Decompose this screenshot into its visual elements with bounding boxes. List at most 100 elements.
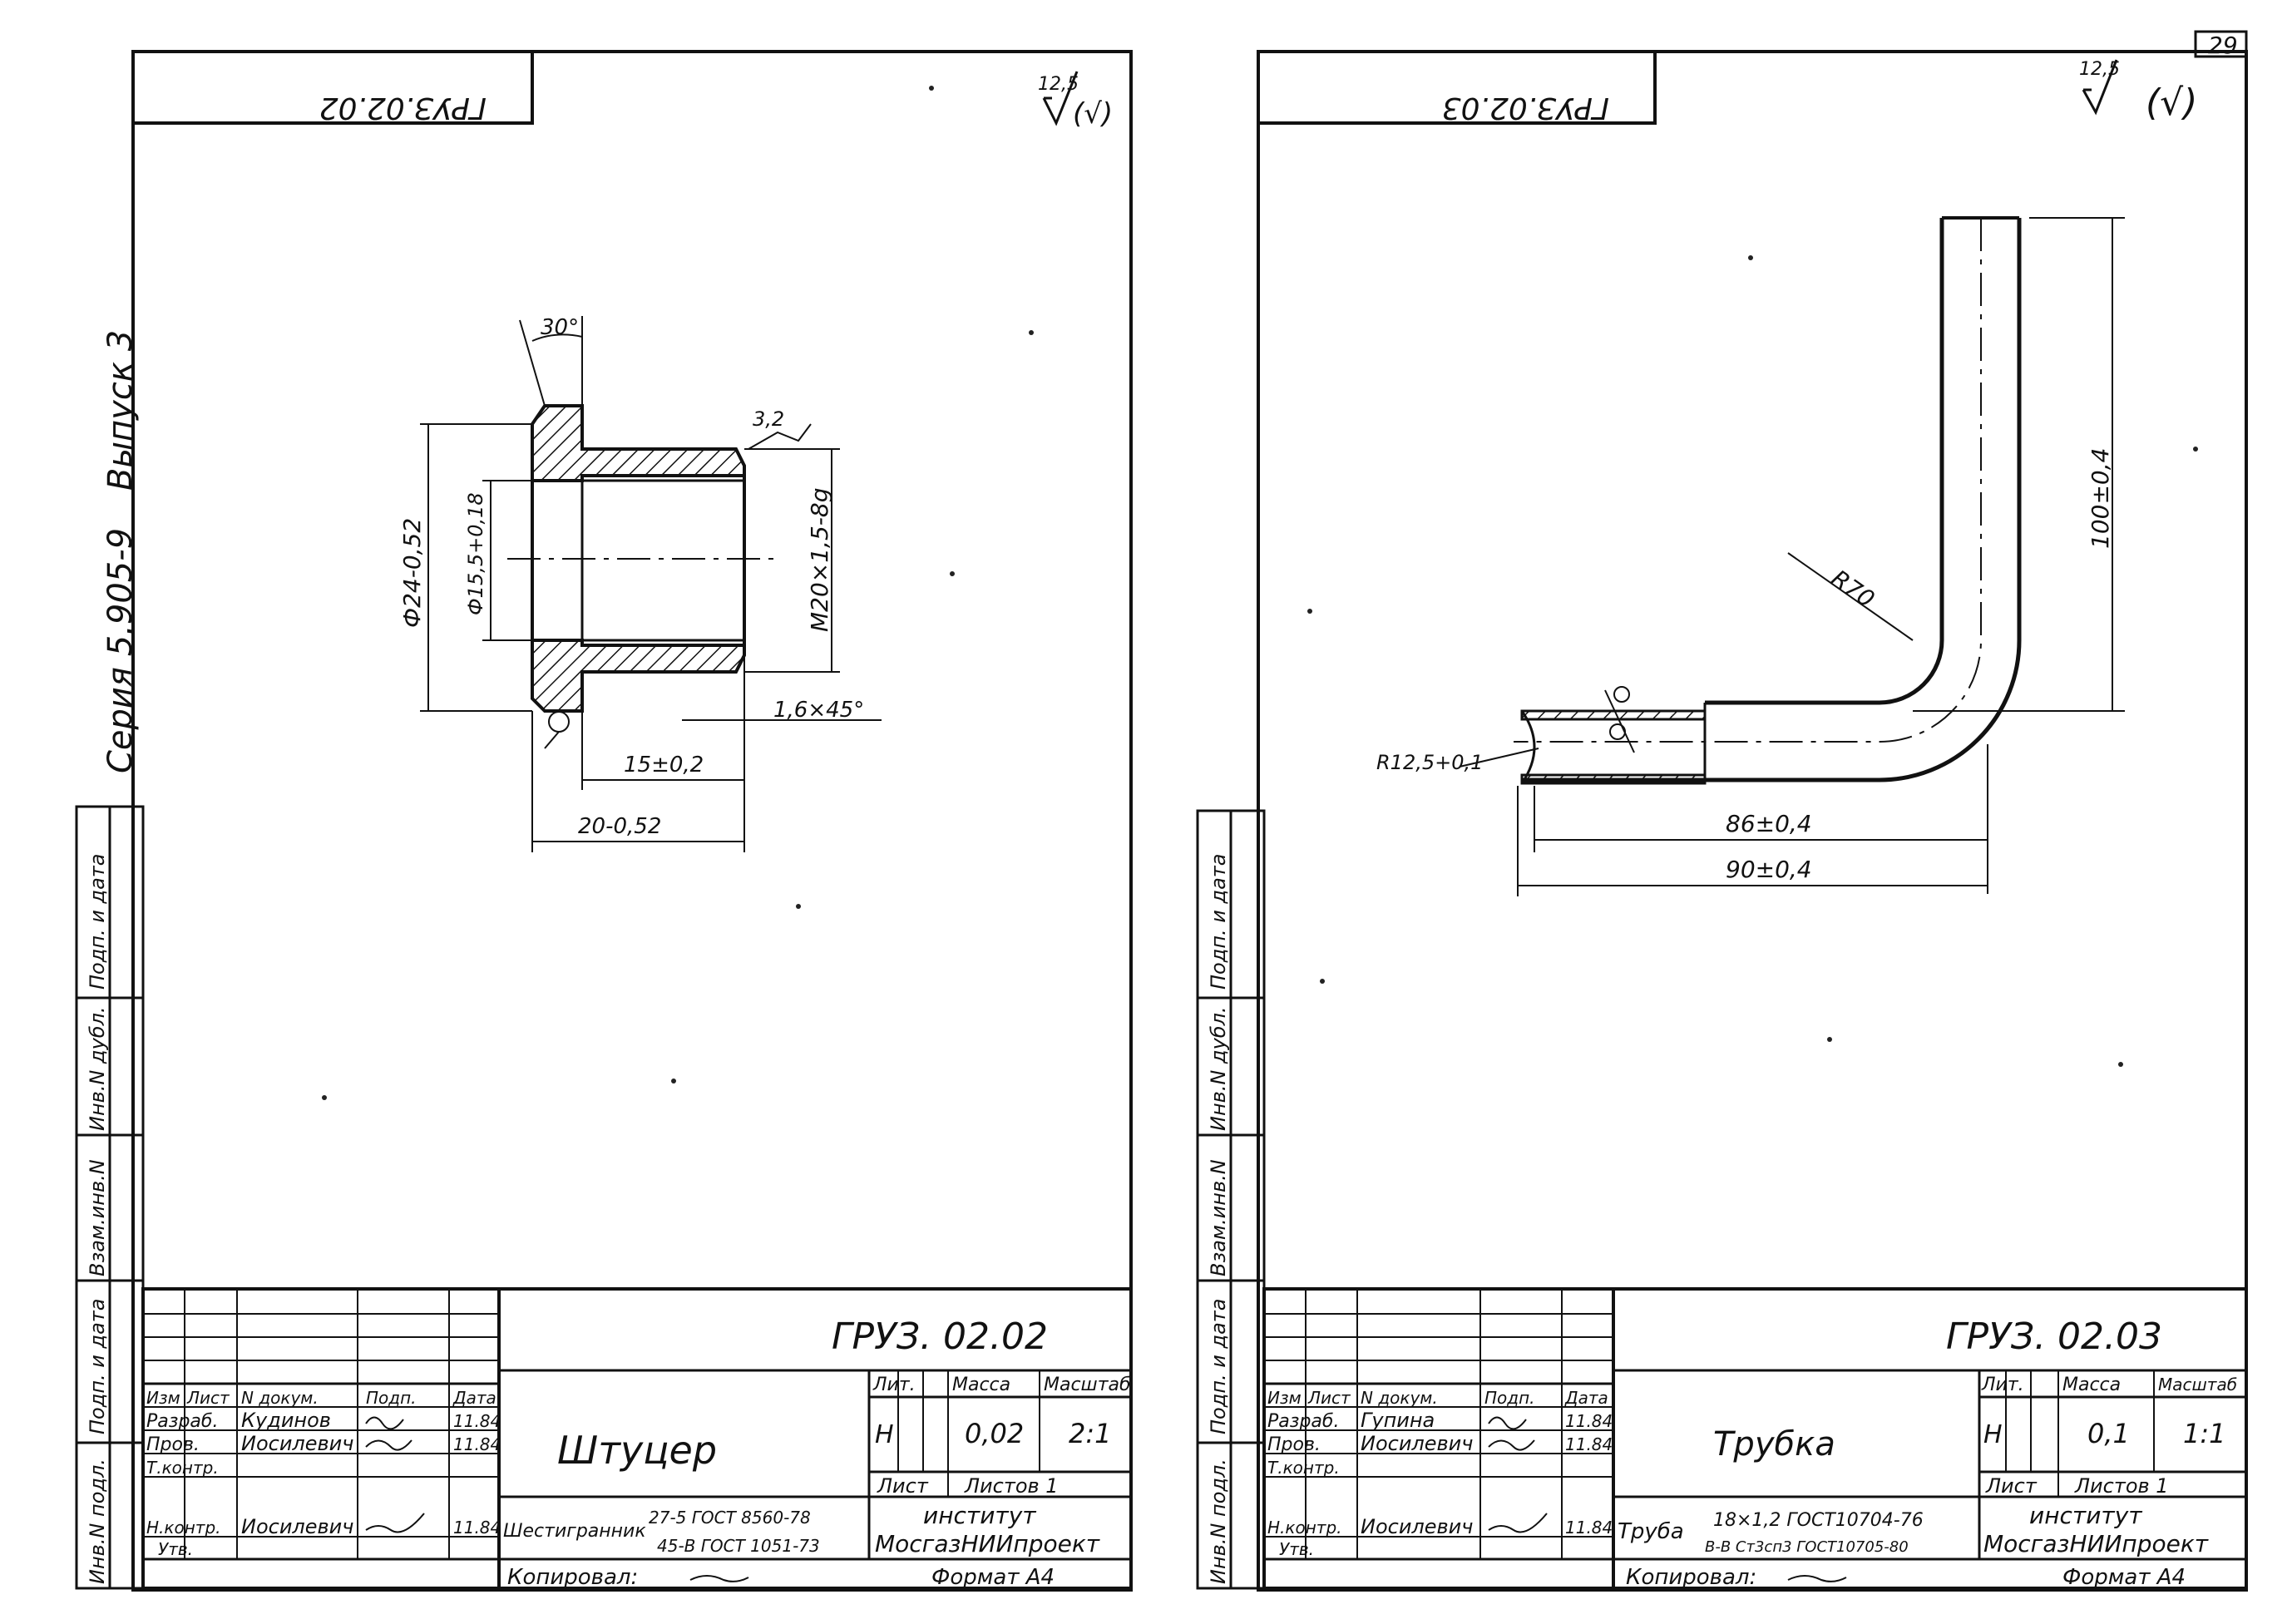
right-top-code-box [1258,52,1657,125]
right-signature-1 [1488,1416,1527,1430]
right-side-stamp: Инв.N подл. Подп. и дата Взам.инв.N Инв.… [1196,809,1266,1590]
right-roughness-value: 12,5 [2079,59,2120,80]
right-tb-sheets: Листов 1 [2074,1474,2169,1498]
left-tb-org2: МосгазНИИпроект [875,1530,1100,1557]
left-tb-role1: Разраб. [146,1411,218,1432]
right-tb-mat-label: Труба [1618,1519,1684,1544]
right-tb-col-date: Дата [1564,1388,1608,1408]
left-roughness-value: 12,5 [1038,74,1079,95]
stamp-inv-dubl: Инв.N дубл. [86,1006,109,1131]
left-tb-mat1: 27-5 ГОСТ 8560-78 [649,1508,811,1528]
dim-chamfer: 1,6×45° [773,698,864,723]
page-number-box [2194,30,2248,58]
right-tb-col-izm: Изм [1267,1388,1302,1408]
left-tb-name1: Кудинов [241,1409,331,1432]
right-tb-org1: институт [2029,1502,2142,1529]
left-tb-lit: Н [875,1420,894,1449]
right-tb-role3: Т.контр. [1267,1458,1340,1478]
r-stamp-inv-podl: Инв.N подл. [1207,1459,1230,1584]
right-tb-date1: 11.84 [1565,1411,1613,1431]
right-tb-sheet: Лист [1985,1474,2038,1498]
right-tb-name2: Иосилевич [1361,1432,1473,1455]
right-tb-date4: 11.84 [1565,1518,1613,1538]
left-sheet: ГРУЗ.02.02 12,5 (√) Серия 5.905-9 Выпуск… [75,50,1133,1592]
right-tb-copied: Копировал: [1626,1565,1756,1590]
left-tb-mass-h: Масса [952,1375,1010,1395]
right-tb-date2: 11.84 [1565,1434,1613,1454]
left-side-stamp: Инв.N подл. Подп. и дата Взам.инв.N Инв.… [75,805,145,1590]
right-tb-role5: Утв. [1279,1539,1314,1559]
left-tb-sheet: Лист [877,1474,929,1498]
left-tb-scale-h: Масштаб [1044,1375,1131,1395]
left-copier-signature [689,1575,749,1582]
left-tb-col-sign: Подп. [366,1388,417,1408]
right-tb-name4: Иосилевич [1361,1515,1473,1538]
right-tb-org2: МосгазНИИпроект [1983,1530,2209,1557]
left-signature-4 [365,1513,425,1533]
left-tb-date4: 11.84 [453,1518,501,1538]
left-tb-mass: 0,02 [965,1418,1024,1449]
left-tb-col-izm: Изм [146,1388,180,1408]
right-copier-signature [1787,1575,1847,1582]
dim-bore-d: Ф15,5+0,18 [464,492,487,615]
left-tb-role2: Пров. [146,1434,200,1455]
right-tb-col-sign: Подп. [1484,1388,1535,1408]
stamp-inv-podl: Инв.N подл. [86,1459,109,1584]
right-tb-mass-h: Масса [2062,1375,2121,1395]
scan-specks [322,86,2198,1100]
dim-end-radius: R12,5+0,1 [1376,751,1483,774]
series-label: Серия 5.905-9 [101,528,140,773]
right-title-block: ГРУЗ. 02.03 Трубка Лит. Масса Масштаб Н … [1262,1287,2248,1590]
left-tb-sheets: Листов 1 [964,1474,1059,1498]
left-tb-name2: Иосилевич [241,1432,353,1455]
left-tb-col-list: Лист [186,1388,230,1408]
dim-len90: 90±0,4 [1726,856,1812,883]
left-tb-lit-h: Лит. [872,1375,916,1395]
right-tb-col-doc: N докум. [1361,1388,1438,1408]
dim-r70: R70 [1826,565,1880,614]
fitting-drawing: Ф24-0,52 Ф15,5+0,18 М20×1,5-8g 30° 3,2 1… [398,315,882,852]
r-stamp-podp-data-1: Подп. и дата [1207,1299,1230,1435]
right-tb-lit: Н [1983,1420,2003,1449]
right-tb-name: Трубка [1713,1425,1835,1464]
tube-drawing: R70 100±0,4 R12,5+0,1 86±0,4 90±0,4 [1376,216,2125,896]
dim-len20: 20-0,52 [578,814,661,839]
right-roughness-icon [2082,59,2118,116]
left-tb-copied: Копировал: [507,1565,638,1590]
left-tb-role3: Т.контр. [146,1458,219,1478]
right-tb-col-list: Лист [1307,1388,1351,1408]
left-tb-role4: Н.контр. [146,1518,221,1538]
left-tb-name: Штуцер [557,1428,717,1473]
right-tb-mat2: В-В Ст3сп3 ГОСТ10705-80 [1705,1538,1909,1556]
left-tb-format: Формат А4 [931,1565,1055,1590]
left-tb-mat-label: Шестигранник [503,1521,646,1542]
right-tb-mat1: 18×1,2 ГОСТ10704-76 [1713,1510,1924,1531]
r-stamp-podp-data-2: Подп. и дата [1207,854,1230,990]
left-top-code: ГРУЗ.02.02 [319,91,487,125]
right-signature-4 [1488,1513,1548,1533]
right-tb-name1: Гупина [1361,1409,1435,1432]
right-sheet: 29 ГРУЗ.02.03 12,5 (√) Инв.N подл. Подп.… [1196,30,2248,1592]
r-stamp-inv-dubl: Инв.N дубл. [1207,1006,1230,1131]
page-number: 29 [2208,32,2238,59]
stamp-podp-data-1: Подп. и дата [86,1299,109,1435]
dim-height: 100±0,4 [2087,448,2114,549]
left-tb-col-doc: N докум. [241,1388,319,1408]
right-top-code: ГРУЗ.02.03 [1442,91,1609,125]
right-tb-scale-h: Масштаб [2158,1375,2237,1394]
stamp-podp-data-2: Подп. и дата [86,854,109,990]
left-roughness-rest: (√) [1073,97,1113,131]
dim-thread: М20×1,5-8g [806,488,833,632]
r-stamp-vzam-inv: Взам.инв.N [1207,1159,1230,1276]
left-tb-code: ГРУЗ. 02.02 [832,1315,1048,1358]
left-title-block: ГРУЗ. 02.02 Штуцер Лит. Масса Масштаб Н … [141,1287,1133,1590]
right-tb-mass: 0,1 [2087,1418,2130,1449]
stamp-vzam-inv: Взам.инв.N [86,1159,109,1276]
left-tb-org1: институт [923,1502,1036,1529]
right-tb-format: Формат А4 [2062,1565,2186,1590]
left-tb-date1: 11.84 [453,1411,501,1431]
dim-outer-d: Ф24-0,52 [398,518,426,628]
dim-len15: 15±0,2 [624,753,704,777]
right-tb-role4: Н.контр. [1267,1518,1342,1538]
right-tb-role1: Разраб. [1267,1411,1339,1432]
